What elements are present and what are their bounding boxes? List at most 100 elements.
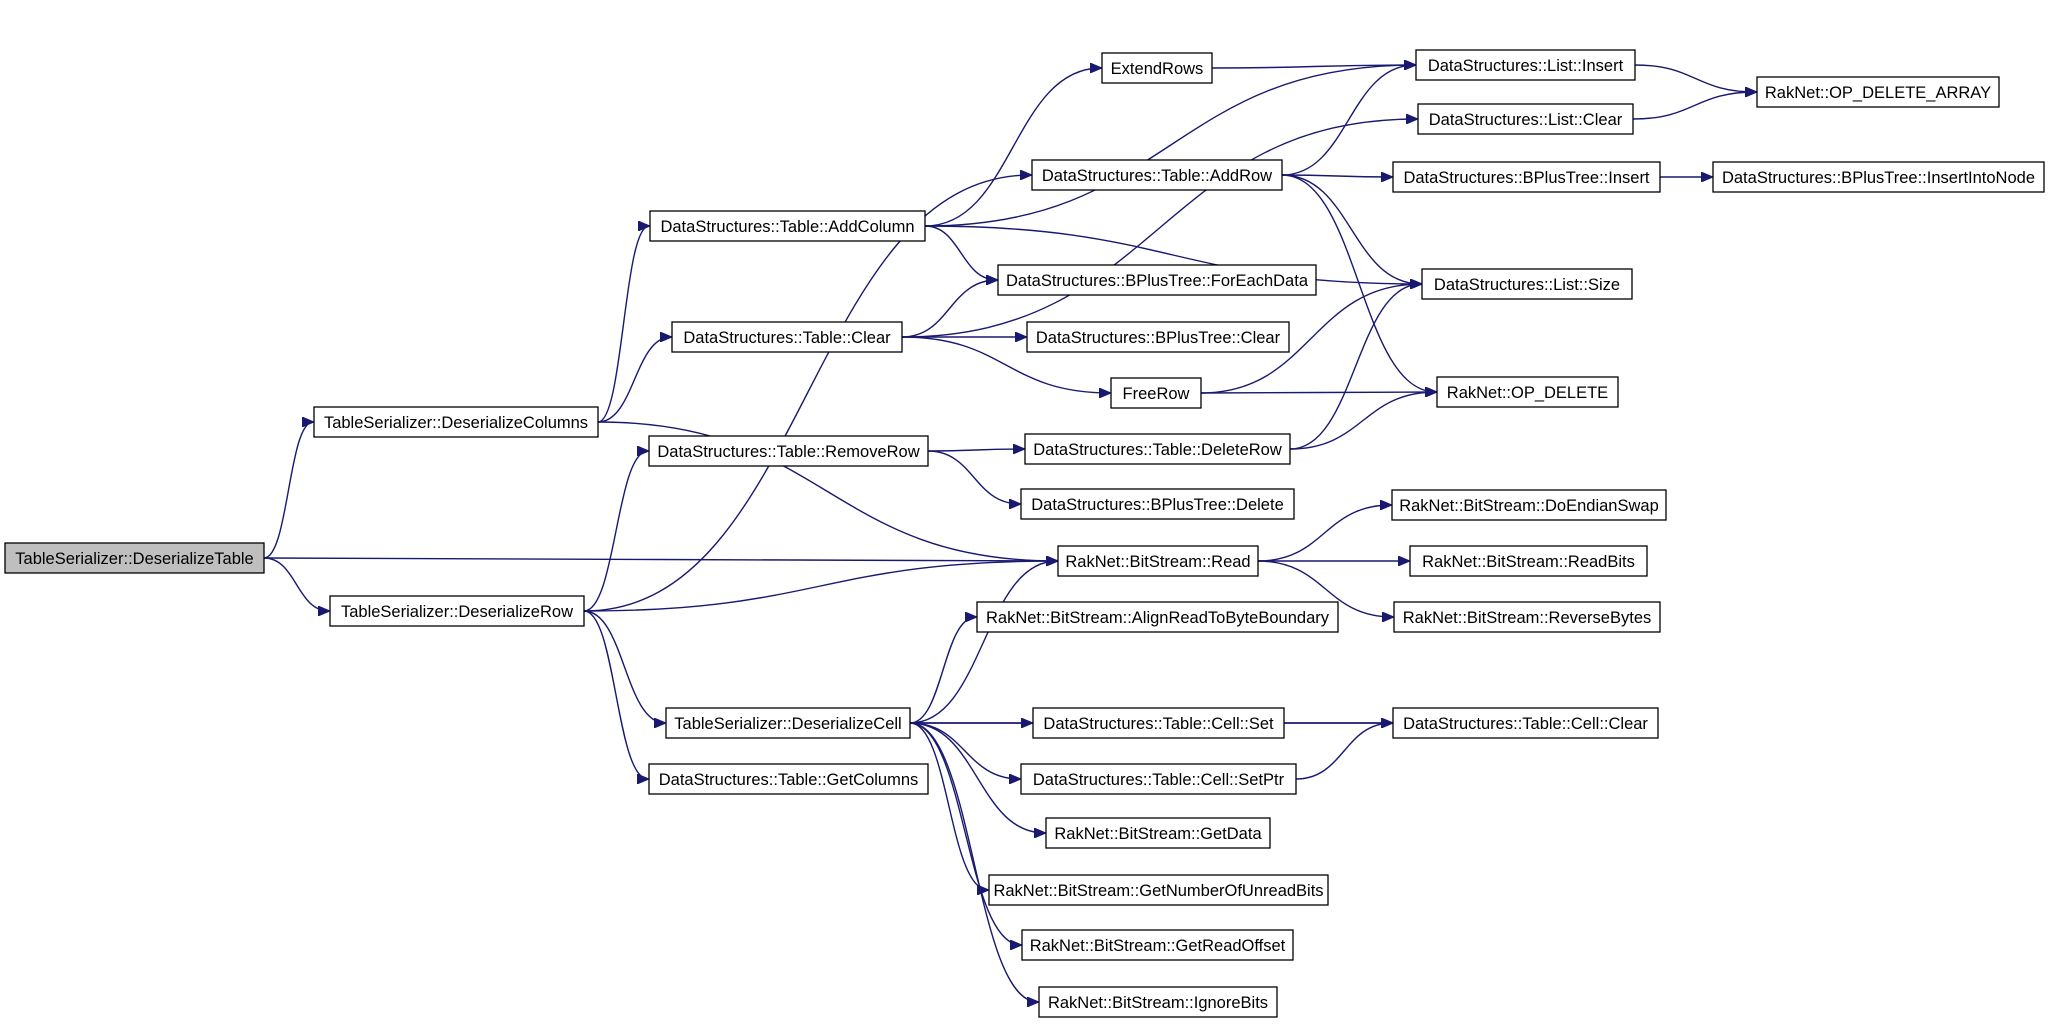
node-label: RakNet::BitStream::GetReadOffset: [1030, 937, 1286, 955]
node-box: [671, 321, 903, 353]
node-bplustree-insertnode[interactable]: DataStructures::BPlusTree::InsertIntoNod…: [1712, 161, 2045, 193]
node-box: [1391, 489, 1667, 521]
node-bplustree-delete[interactable]: DataStructures::BPlusTree::Delete: [1020, 488, 1295, 520]
node-bitstream-read[interactable]: RakNet::BitStream::Read: [1057, 545, 1259, 577]
node-box: [976, 601, 1339, 633]
node-cell-clear[interactable]: DataStructures::Table::Cell::Clear: [1392, 707, 1659, 739]
edge-table_delete_row-to-op_delete: [1289, 392, 1436, 450]
edge-table_add_row-to-op_delete: [1281, 174, 1436, 392]
node-bitstream-unread[interactable]: RakNet::BitStream::GetNumberOfUnreadBits: [988, 874, 1329, 906]
node-label: DataStructures::Table::AddColumn: [660, 218, 914, 236]
node-free-row[interactable]: FreeRow: [1110, 377, 1202, 409]
edge-list_insert-to-op_delete_array: [1634, 64, 1756, 92]
edge-list_clear-to-op_delete_array: [1632, 92, 1756, 120]
node-box: [329, 595, 585, 627]
node-cell-setptr[interactable]: DataStructures::Table::Cell::SetPtr: [1020, 763, 1297, 795]
node-label: RakNet::OP_DELETE_ARRAY: [1765, 84, 1991, 102]
edge-deserialize_row-to-table_add_row: [583, 175, 1031, 612]
node-box: [1417, 103, 1634, 135]
node-op-delete[interactable]: RakNet::OP_DELETE: [1436, 376, 1619, 408]
node-op-delete-array[interactable]: RakNet::OP_DELETE_ARRAY: [1756, 76, 2000, 108]
node-table-delete-row[interactable]: DataStructures::Table::DeleteRow: [1024, 433, 1291, 465]
node-read-bits[interactable]: RakNet::BitStream::ReadBits: [1409, 545, 1648, 577]
edge-deserialize_columns-to-table_clear: [597, 337, 671, 423]
node-list-size[interactable]: DataStructures::List::Size: [1421, 268, 1633, 300]
node-table-add-row[interactable]: DataStructures::Table::AddRow: [1031, 159, 1283, 191]
edge-table_add_column-to-bplustree_foreachdata: [924, 225, 997, 280]
node-bitstream-getdata[interactable]: RakNet::BitStream::GetData: [1045, 817, 1271, 849]
node-box: [1038, 986, 1278, 1018]
edge-table_clear-to-free_row: [901, 336, 1110, 393]
edge-extend_rows-to-list_insert: [1211, 65, 1415, 68]
node-box: [1057, 545, 1259, 577]
node-extend-rows[interactable]: ExtendRows: [1101, 52, 1213, 84]
edge-table_clear-to-list_clear: [901, 119, 1417, 338]
edge-deserialize_table-to-deserialize_row: [263, 557, 329, 611]
node-label: DataStructures::Table::Clear: [683, 329, 891, 347]
node-deserialize-row[interactable]: TableSerializer::DeserializeRow: [329, 595, 585, 627]
edge-deserialize_row-to-deserialize_cell: [583, 610, 665, 723]
node-box: [1756, 76, 2000, 108]
node-bitstream-ignore[interactable]: RakNet::BitStream::IgnoreBits: [1038, 986, 1278, 1018]
node-bplustree-foreachdata[interactable]: DataStructures::BPlusTree::ForEachData: [997, 264, 1317, 296]
edge-deserialize_cell-to-bitstream_unread: [909, 722, 988, 890]
node-label: ExtendRows: [1111, 60, 1204, 78]
node-label: DataStructures::Table::AddRow: [1042, 167, 1272, 185]
node-label: RakNet::BitStream::IgnoreBits: [1048, 994, 1268, 1012]
edge-deserialize_cell-to-bitstream_align: [909, 617, 976, 724]
node-box: [648, 435, 929, 467]
edge-table_add_column-to-extend_rows: [924, 68, 1101, 227]
node-table-clear[interactable]: DataStructures::Table::Clear: [671, 321, 903, 353]
node-label: RakNet::BitStream::Read: [1065, 553, 1250, 571]
node-endian-swap[interactable]: RakNet::BitStream::DoEndianSwap: [1391, 489, 1667, 521]
node-reverse-bytes[interactable]: RakNet::BitStream::ReverseBytes: [1393, 601, 1661, 633]
edge-deserialize_row-to-table_get_columns: [583, 610, 648, 779]
node-deserialize-table[interactable]: TableSerializer::DeserializeTable: [4, 542, 265, 574]
node-label: TableSerializer::DeserializeColumns: [324, 414, 588, 432]
node-label: DataStructures::Table::Cell::Set: [1043, 715, 1274, 733]
node-bplustree-insert[interactable]: DataStructures::BPlusTree::Insert: [1392, 161, 1661, 193]
node-box: [1110, 377, 1202, 409]
node-box: [1421, 268, 1633, 300]
node-table-remove-row[interactable]: DataStructures::Table::RemoveRow: [648, 435, 929, 467]
node-box: [1712, 161, 2045, 193]
node-label: DataStructures::BPlusTree::Clear: [1036, 329, 1281, 347]
node-label: RakNet::BitStream::ReverseBytes: [1403, 609, 1652, 627]
node-box: [1392, 161, 1661, 193]
node-label: RakNet::BitStream::AlignReadToByteBounda…: [986, 609, 1330, 627]
node-cell-set[interactable]: DataStructures::Table::Cell::Set: [1032, 707, 1285, 739]
node-list-insert[interactable]: DataStructures::List::Insert: [1415, 49, 1636, 81]
node-box: [1020, 763, 1297, 795]
node-table-get-columns[interactable]: DataStructures::Table::GetColumns: [648, 763, 929, 795]
edge-deserialize_table-to-bitstream_read: [263, 558, 1057, 561]
node-box: [1409, 545, 1648, 577]
edge-deserialize_columns-to-bitstream_read: [597, 421, 1057, 561]
node-box: [648, 763, 929, 795]
node-table-add-column[interactable]: DataStructures::Table::AddColumn: [649, 210, 926, 242]
node-bplustree-clear[interactable]: DataStructures::BPlusTree::Clear: [1026, 321, 1290, 353]
edge-free_row-to-op_delete: [1200, 392, 1436, 393]
node-box: [1101, 52, 1213, 84]
edge-free_row-to-list_size: [1200, 284, 1421, 394]
node-deserialize-cell[interactable]: TableSerializer::DeserializeCell: [665, 707, 911, 739]
edge-deserialize_row-to-bitstream_read: [583, 561, 1057, 612]
node-bitstream-align[interactable]: RakNet::BitStream::AlignReadToByteBounda…: [976, 601, 1339, 633]
edge-deserialize_columns-to-table_add_column: [597, 226, 649, 423]
node-label: RakNet::BitStream::ReadBits: [1422, 553, 1635, 571]
edge-cell_setptr-to-cell_clear: [1295, 723, 1392, 780]
edge-bitstream_read-to-reverse_bytes: [1257, 560, 1393, 617]
node-box: [1021, 929, 1294, 961]
node-label: RakNet::OP_DELETE: [1447, 384, 1608, 402]
node-bitstream-readoffset[interactable]: RakNet::BitStream::GetReadOffset: [1021, 929, 1294, 961]
edge-table_clear-to-bplustree_foreachdata: [901, 280, 997, 338]
node-label: DataStructures::Table::RemoveRow: [657, 443, 919, 461]
node-box: [988, 874, 1329, 906]
edge-table_remove_row-to-table_delete_row: [927, 449, 1024, 451]
node-deserialize-columns[interactable]: TableSerializer::DeserializeColumns: [313, 406, 599, 438]
node-box: [1415, 49, 1636, 81]
node-label: DataStructures::Table::Cell::Clear: [1403, 715, 1648, 733]
node-label: FreeRow: [1123, 385, 1190, 403]
node-list-clear[interactable]: DataStructures::List::Clear: [1417, 103, 1634, 135]
node-label: DataStructures::BPlusTree::ForEachData: [1006, 272, 1309, 290]
